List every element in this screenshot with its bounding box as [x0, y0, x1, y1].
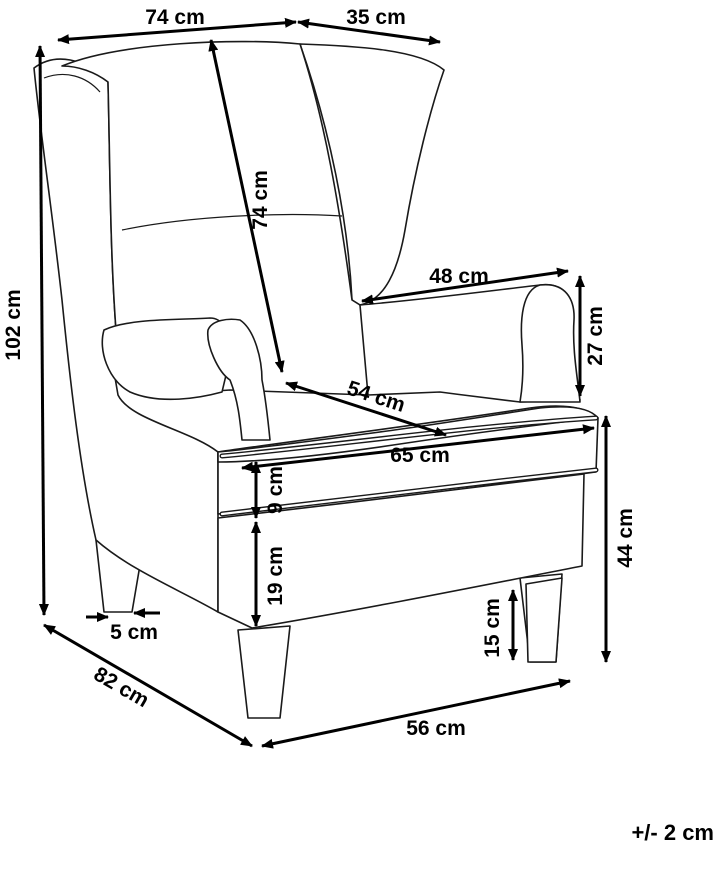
label-seat-width: 65 cm: [390, 444, 450, 467]
seat-base: [217, 473, 585, 629]
label-cushion-height: 9 cm: [264, 466, 287, 514]
seat-piping-lower-inner: [220, 468, 598, 516]
label-leg-height: 15 cm: [481, 598, 504, 658]
front-right-leg: [525, 577, 563, 663]
label-total-height: 102 cm: [2, 289, 25, 360]
label-arm-height: 27 cm: [584, 306, 607, 366]
label-seat-height: 44 cm: [614, 508, 637, 568]
dim-line-wing-depth: [297, 18, 441, 46]
label-seat-base-height: 19 cm: [264, 546, 287, 606]
dim-line-seat-width: [241, 424, 595, 472]
left-wing-inner-edge: [43, 73, 101, 93]
label-width-back: 74 cm: [145, 6, 205, 29]
dim-line-backrest-height: [208, 39, 285, 373]
label-wing-depth: 35 cm: [346, 6, 406, 29]
dim-line-width-back: [57, 17, 297, 45]
label-base-width: 56 cm: [406, 717, 466, 740]
dim-line-base-width: [261, 678, 571, 749]
dim-line-total-depth: [43, 623, 253, 748]
label-arm-length: 48 cm: [429, 265, 489, 288]
dim-line-arm-length: [361, 267, 569, 305]
dimension-lines: [35, 17, 611, 749]
dim-line-total-height: [35, 45, 49, 616]
tolerance-note: +/- 2 cm: [631, 820, 714, 845]
dimension-labels: 74 cm 35 cm 74 cm 102 cm 48 cm 27 cm 54 …: [2, 6, 714, 845]
label-leg-width: 5 cm: [110, 621, 158, 644]
label-backrest-height: 74 cm: [249, 170, 272, 230]
front-left-leg: [237, 625, 291, 719]
right-arm-front: [519, 283, 581, 403]
right-wing: [299, 43, 445, 306]
